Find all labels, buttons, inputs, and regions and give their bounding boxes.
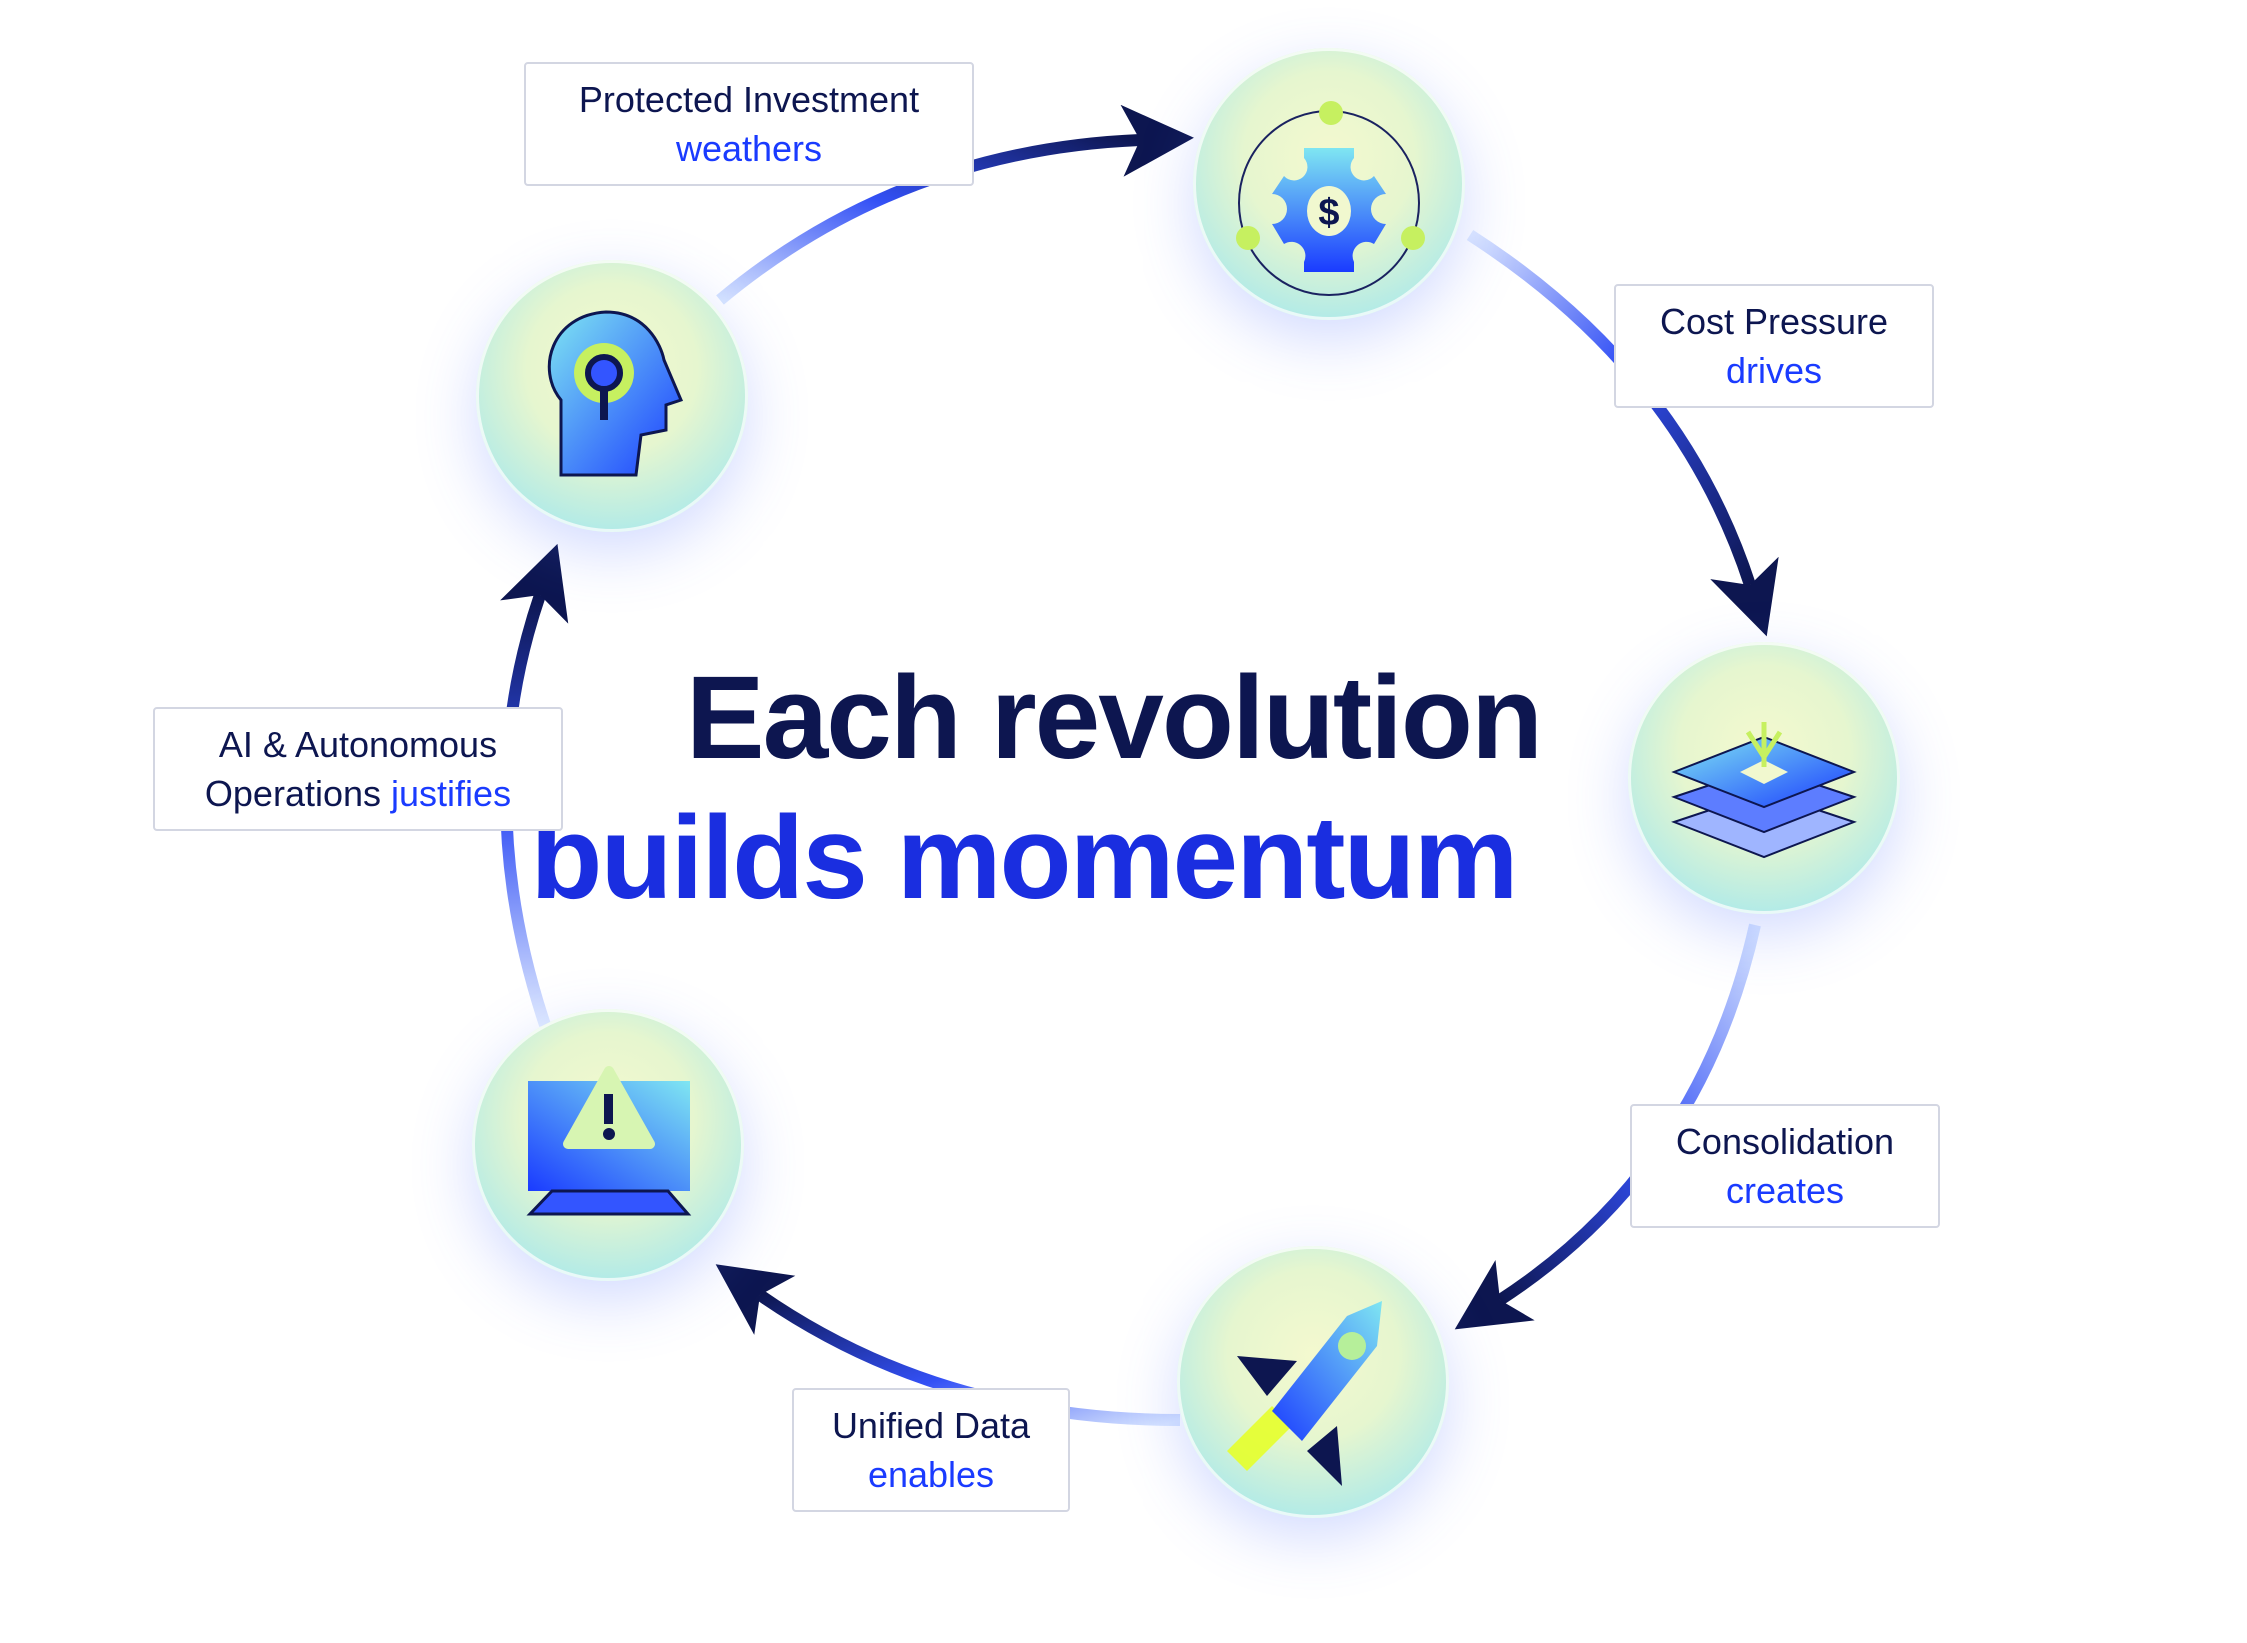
step-label: Consolidation — [1675, 1121, 1895, 1162]
label-unified-data: Unified Data enables — [792, 1388, 1070, 1512]
svg-text:$: $ — [1318, 192, 1339, 234]
title-line-2: builds momentum — [530, 792, 1518, 924]
node-protected-investment: $ — [1193, 48, 1465, 320]
layers-icon — [1671, 722, 1857, 859]
step-label: Unified Data — [831, 1405, 1031, 1446]
step-verb: enables — [867, 1454, 995, 1495]
step-label-line1: AI & Autonomous — [218, 724, 498, 765]
label-cost-pressure: Cost Pressure drives — [1614, 284, 1934, 408]
label-protected-investment: Protected Investment weathers — [524, 62, 974, 186]
head-gear-icon — [547, 310, 684, 477]
node-cost-pressure — [1628, 642, 1900, 914]
title-line-1: Each revolution — [685, 652, 1543, 784]
step-verb: creates — [1725, 1170, 1845, 1211]
label-ai-autonomous: AI & Autonomous Operations justifies — [153, 707, 563, 831]
step-label: Cost Pressure — [1659, 301, 1889, 342]
step-verb: justifies — [391, 773, 512, 814]
step-verb: weathers — [675, 128, 823, 169]
label-consolidation: Consolidation creates — [1630, 1104, 1940, 1228]
node-consolidation — [1177, 1246, 1449, 1518]
gear-dollar-icon: $ — [1236, 101, 1425, 296]
rocket-icon — [1227, 1301, 1382, 1486]
step-label: Protected Investment — [578, 79, 920, 120]
node-unified-data — [472, 1009, 744, 1281]
node-ai-autonomous — [476, 260, 748, 532]
monitor-warning-icon — [526, 1066, 692, 1216]
step-verb: drives — [1725, 350, 1823, 391]
step-label-line2: Operations — [204, 773, 382, 814]
